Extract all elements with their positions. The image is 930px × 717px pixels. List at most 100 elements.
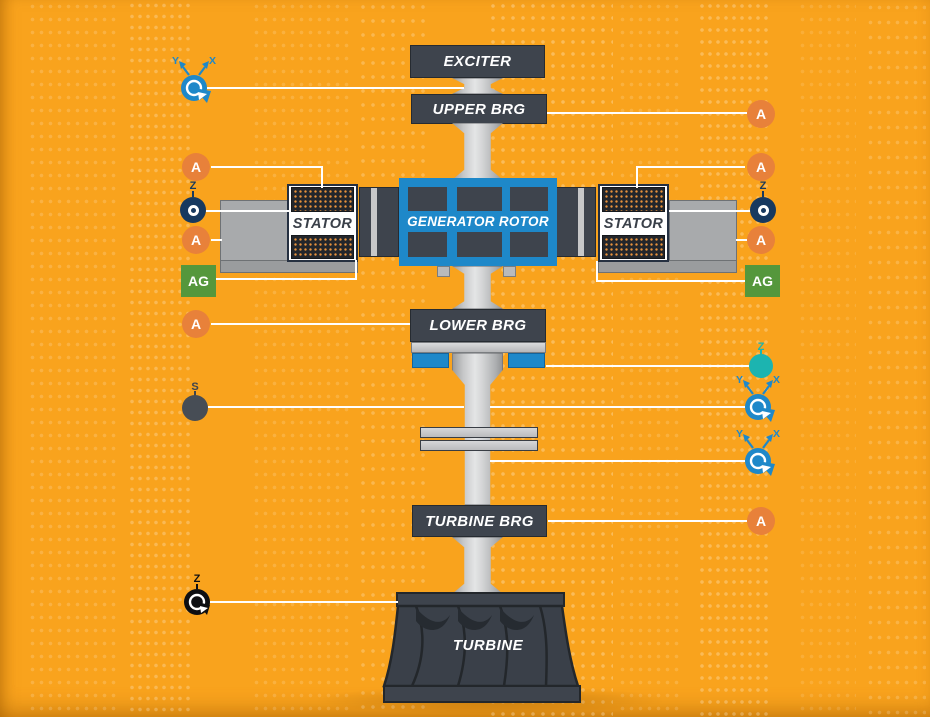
shaft-segment	[452, 78, 503, 94]
probe-ring	[187, 204, 199, 216]
thrust-pad-left	[412, 353, 449, 368]
turbine-runner	[382, 592, 581, 703]
stator-left: STATOR	[287, 184, 358, 262]
accelerometer-label: A	[755, 159, 767, 175]
coupling-flange-lower	[420, 440, 538, 451]
keyphasor-label: Z	[193, 573, 201, 585]
z-probe-label: Z	[189, 180, 197, 192]
z-probe-tick	[762, 191, 764, 197]
shaft-segment	[452, 123, 503, 180]
stator-winding	[602, 235, 665, 259]
coupling-flange-upper	[420, 427, 538, 438]
shaft-segment	[452, 537, 503, 594]
lower-bearing-label: LOWER BRG	[429, 317, 527, 334]
leader-line	[636, 166, 638, 188]
upper-bearing-box: UPPER BRG	[411, 94, 547, 124]
leader-line	[546, 365, 749, 367]
xy-probe-icon: Y X	[734, 374, 782, 423]
xy-probe-glyph	[179, 61, 211, 103]
shaft-segment	[452, 266, 503, 309]
leader-line	[211, 239, 222, 241]
thrust-probe-icon	[749, 354, 773, 378]
air-gap-sensor-icon: AG	[181, 265, 216, 297]
dot-band	[866, 0, 926, 717]
accelerometer-label: A	[190, 159, 202, 175]
thrust-probe-label: Z	[757, 341, 765, 353]
xy-probe-icon: Y X	[170, 55, 218, 104]
accelerometer-icon: A	[747, 507, 775, 535]
leader-line	[211, 323, 410, 325]
accelerometer-label: A	[755, 232, 767, 248]
air-gap-sensor-icon: AG	[745, 265, 780, 297]
speed-sensor-icon	[182, 395, 208, 421]
accelerometer-label: A	[190, 316, 202, 332]
probe-ring	[757, 204, 769, 216]
rotor-end-block-right	[556, 187, 596, 257]
dot-band	[128, 0, 190, 717]
accelerometer-label: A	[755, 106, 767, 122]
accelerometer-icon: A	[747, 153, 775, 181]
proximity-probe-icon	[180, 197, 206, 223]
exciter-label: EXCITER	[443, 53, 512, 70]
rotor-end-slit	[578, 188, 584, 256]
leader-line	[669, 210, 750, 212]
leader-line	[355, 260, 357, 280]
leader-line	[490, 460, 745, 462]
leader-line	[206, 210, 289, 212]
turbine-bearing-label: TURBINE BRG	[425, 512, 534, 530]
leader-line	[211, 166, 323, 168]
leader-line	[596, 261, 598, 282]
stator-right-label: STATOR	[603, 215, 664, 232]
y-axis-label: Y	[172, 55, 180, 67]
air-gap-label: AG	[752, 273, 773, 289]
z-probe-label: Z	[759, 180, 767, 192]
leader-line	[490, 406, 745, 408]
xy-probe-glyph	[743, 434, 775, 476]
exciter-box: EXCITER	[410, 45, 545, 78]
accelerometer-icon: A	[182, 153, 210, 181]
x-axis-label: X	[772, 374, 780, 386]
accelerometer-icon: A	[182, 226, 210, 254]
turbine-bearing-box: TURBINE BRG	[412, 505, 547, 537]
y-axis-label: Y	[736, 374, 744, 386]
leader-line	[736, 239, 747, 241]
xy-probe-icon: Y X	[734, 428, 782, 477]
upper-bearing-label: UPPER BRG	[432, 100, 526, 118]
keyphasor-tick	[196, 584, 198, 589]
dot-band	[28, 0, 118, 717]
thrust-plate	[411, 342, 546, 353]
leader-line	[207, 87, 464, 89]
stator-winding	[602, 187, 665, 212]
lower-bearing-box: LOWER BRG	[410, 309, 546, 342]
proximity-probe-icon	[750, 197, 776, 223]
stator-winding	[291, 187, 354, 212]
air-gap-label: AG	[188, 273, 209, 289]
accelerometer-label: A	[190, 232, 202, 248]
generator-rotor-banner: GENERATOR ROTOR	[400, 211, 556, 232]
stator-right: STATOR	[598, 184, 669, 262]
stator-left-label: STATOR	[292, 215, 353, 232]
keyphasor-icon	[184, 589, 210, 615]
accelerometer-icon: A	[747, 100, 775, 128]
dot-band	[618, 0, 680, 717]
leader-line	[216, 278, 357, 280]
leader-line	[208, 406, 464, 408]
rotor-end-slit	[371, 188, 377, 256]
leader-line	[321, 166, 323, 188]
rotor-end-block-left	[359, 187, 399, 257]
speed-sensor-tick	[194, 391, 196, 397]
leader-line	[210, 601, 398, 603]
leader-line	[597, 280, 745, 282]
turbine-label: TURBINE	[452, 636, 524, 654]
dot-band	[798, 0, 856, 717]
accelerometer-icon: A	[747, 226, 775, 254]
thrust-pad-right	[508, 353, 545, 368]
accelerometer-label: A	[755, 513, 767, 529]
x-axis-label: X	[208, 55, 216, 67]
rotor-tab	[437, 266, 450, 277]
y-axis-label: Y	[736, 428, 744, 440]
thrust-probe-tick	[760, 350, 762, 355]
xy-probe-glyph	[743, 380, 775, 422]
x-axis-label: X	[772, 428, 780, 440]
